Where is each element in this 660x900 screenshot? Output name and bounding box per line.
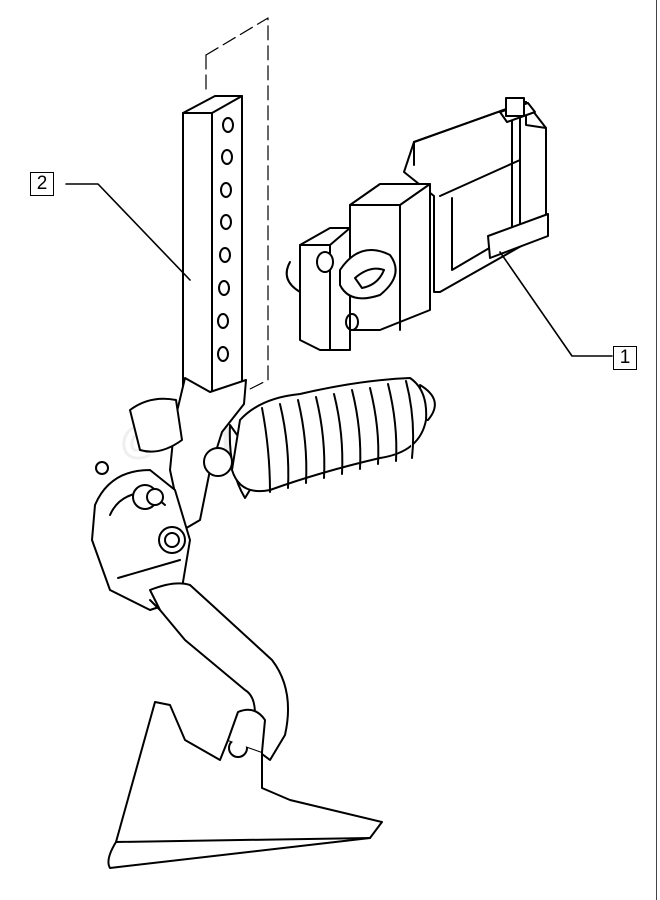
sweep-share [107, 701, 383, 869]
leader-line-1 [499, 251, 613, 357]
leader-line-2 [65, 183, 191, 281]
hinge-bracket [91, 461, 191, 611]
coil-spring [228, 377, 436, 499]
clamp-bracket [285, 97, 549, 351]
callout-part-2: 2 [30, 172, 54, 196]
pivot-arm [129, 377, 247, 531]
frame-border [656, 0, 657, 900]
callout-part-1: 1 [613, 346, 637, 370]
bar-holes [217, 117, 234, 362]
tine-shank [149, 582, 290, 761]
adjustment-bar [182, 95, 243, 405]
